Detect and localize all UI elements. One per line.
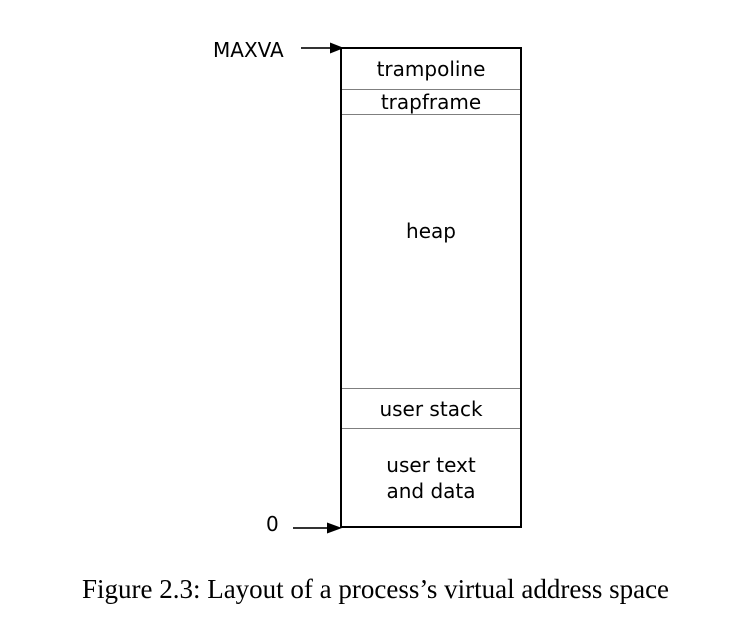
section-label: trapframe: [380, 90, 482, 114]
address-space-box: trampoline trapframe heap user stack use…: [340, 47, 522, 528]
zero-label: 0: [266, 512, 279, 536]
section-label: heap: [406, 218, 456, 243]
maxva-arrow-icon: [301, 42, 344, 54]
section-label: user stack: [379, 396, 483, 421]
section-label: trampoline: [376, 57, 486, 81]
maxva-label: MAXVA: [213, 38, 284, 62]
section-heap: heap: [342, 115, 520, 389]
virtual-address-space-diagram: MAXVA 0 trampoline trapframe heap user s…: [213, 38, 522, 536]
section-label-line-2: and data: [386, 478, 476, 503]
section-user-text-and-data: user text and data: [342, 429, 520, 526]
figure-caption: Figure 2.3: Layout of a process’s virtua…: [81, 574, 670, 604]
section-trapframe: trapframe: [342, 90, 520, 115]
section-label-line-1: user text: [386, 452, 476, 477]
section-user-stack: user stack: [342, 389, 520, 429]
zero-arrow-icon: [293, 522, 342, 534]
section-trampoline: trampoline: [342, 49, 520, 90]
